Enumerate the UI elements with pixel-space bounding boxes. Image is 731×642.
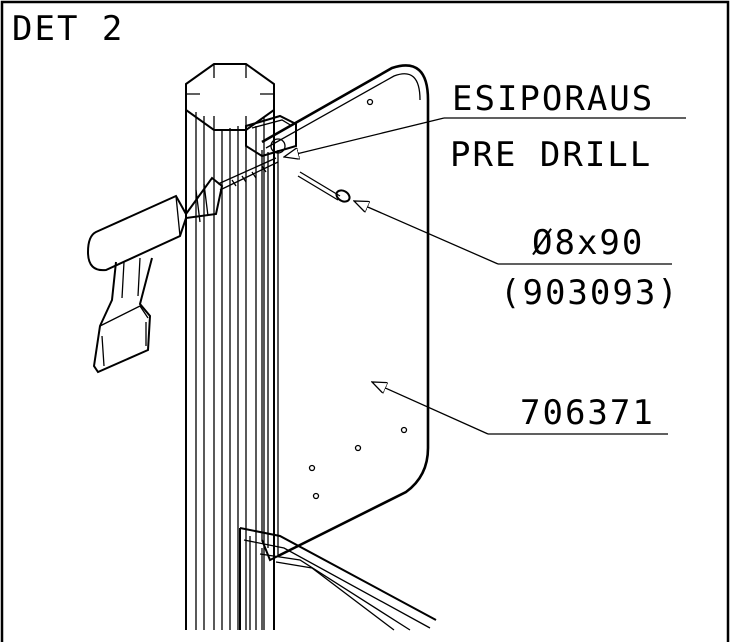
callout-screw [354, 201, 672, 265]
callout-screw-part-label: (903093) [500, 273, 680, 313]
panel-706371 [261, 64, 430, 562]
bottom-rail [239, 527, 437, 631]
screw [297, 171, 351, 203]
callout-panel [372, 382, 668, 435]
vertical-post [185, 63, 275, 630]
callout-screw-size-label: Ø8x90 [532, 223, 644, 263]
callout-panel-part-label: 706371 [520, 393, 655, 433]
drill-bit [217, 157, 279, 191]
callout-drill-fi-label: ESIPORAUS [452, 79, 654, 119]
drill-icon [86, 176, 224, 374]
detail-title: DET 2 [12, 9, 124, 49]
callout-drill-en-label: PRE DRILL [450, 135, 652, 175]
callout-pre-drill [284, 117, 686, 157]
